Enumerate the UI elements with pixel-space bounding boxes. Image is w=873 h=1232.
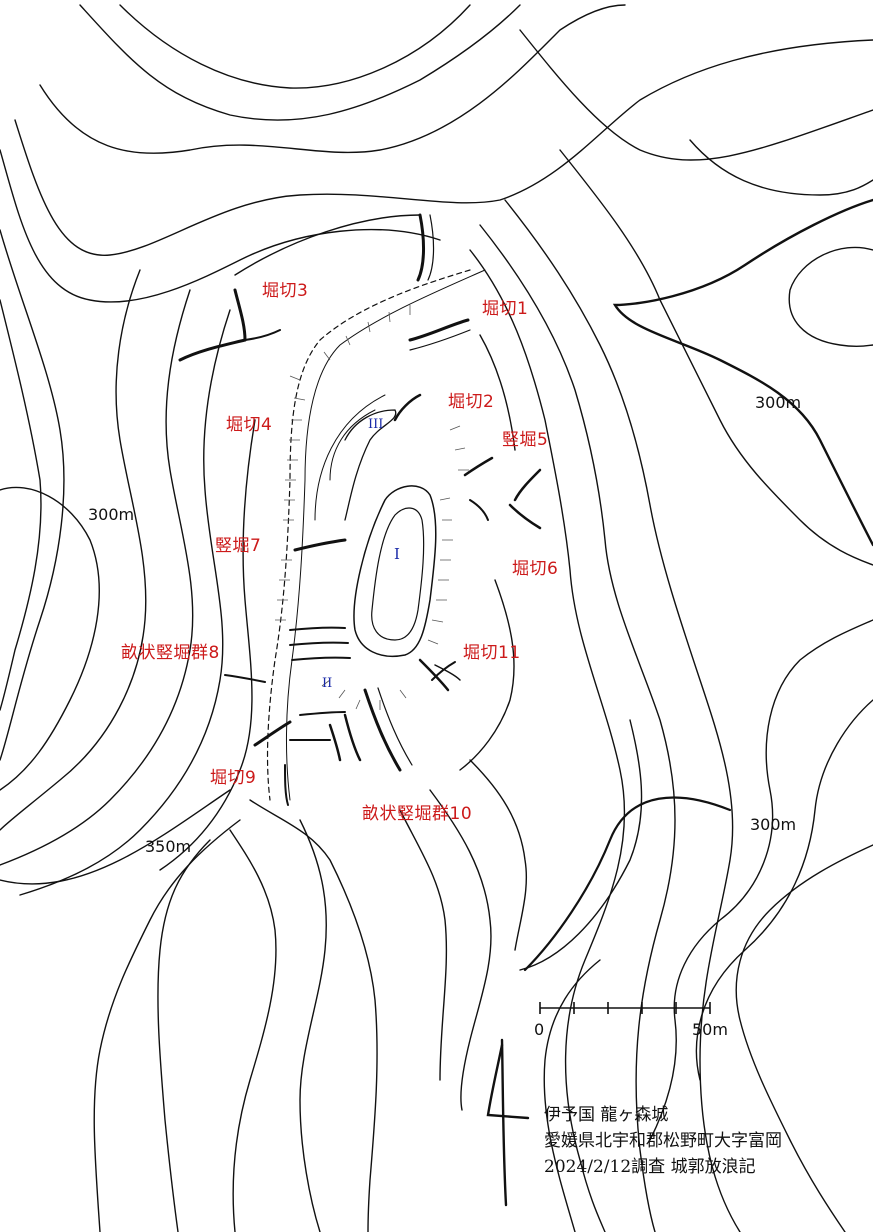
caption-survey-credit: 2024/2/12調査 城郭放浪記: [544, 1157, 756, 1177]
north-arrow-icon: [486, 1038, 530, 1207]
contour-label-300-ne: 300m: [755, 393, 802, 412]
label-horikiri-11: 堀切11: [463, 643, 521, 663]
caption-castle-name: 伊予国 龍ヶ森城: [544, 1105, 669, 1125]
label-horikiri-1: 堀切1: [482, 299, 529, 319]
label-horikiri-4: 堀切4: [226, 415, 273, 435]
scale-start-label: 0: [534, 1020, 545, 1039]
label-horikiri-3: 堀切3: [262, 281, 309, 301]
label-tatebori-5: 竪堀5: [502, 430, 549, 450]
label-kuruwa-2: II: [322, 676, 333, 691]
label-unejo-10: 畝状竪堀群10: [362, 804, 473, 824]
label-unejo-8: 畝状竪堀群8: [121, 643, 220, 663]
label-kuruwa-1: I: [394, 545, 400, 563]
label-tatebori-7: 竪堀7: [215, 536, 262, 556]
label-horikiri-9: 堀切9: [210, 768, 257, 788]
caption-location: 愛媛県北宇和郡松野町大字富岡: [544, 1131, 782, 1151]
contour-lines: [0, 4, 873, 1232]
label-horikiri-6: 堀切6: [512, 559, 559, 579]
contour-label-300-se: 300m: [750, 815, 797, 834]
castle-earthworks: [178, 213, 542, 806]
scale-end-label: 50m: [692, 1020, 728, 1039]
map-caption: 伊予国 龍ヶ森城 愛媛県北宇和郡松野町大字富岡 2024/2/12調査 城郭放浪…: [544, 1102, 864, 1180]
scale-bar: [539, 1002, 711, 1014]
label-horikiri-2: 堀切2: [448, 392, 495, 412]
label-kuruwa-3: III: [368, 417, 384, 432]
contour-label-300-w: 300m: [88, 505, 135, 524]
slope-hatching: [275, 305, 469, 710]
contour-label-350-sw: 350m: [145, 837, 192, 856]
